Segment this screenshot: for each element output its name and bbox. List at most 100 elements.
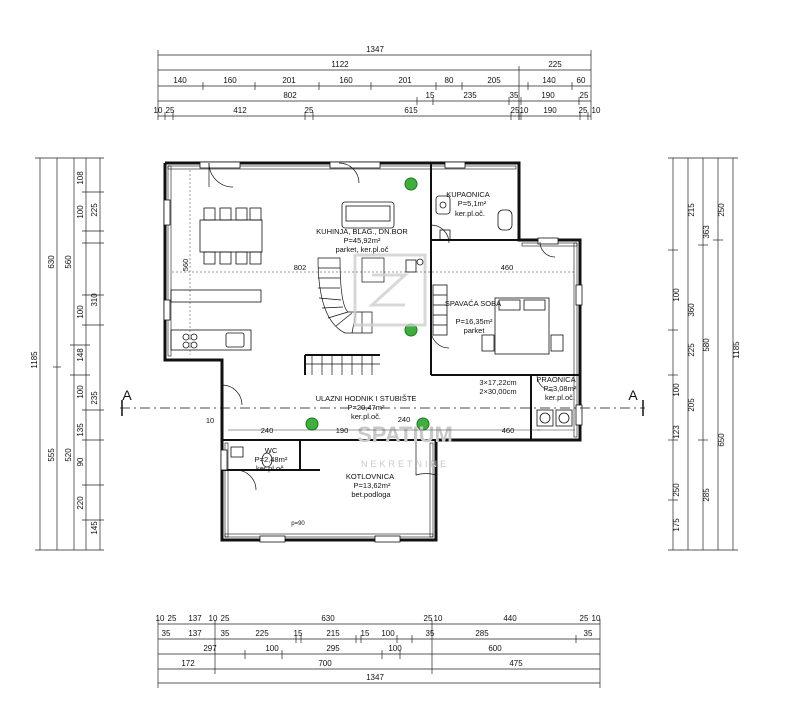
dim-bot-row3-3: 100 bbox=[388, 644, 402, 653]
dim-left-inner2-5: 235 bbox=[90, 391, 99, 405]
dim-left-total: 1185 bbox=[30, 351, 39, 369]
dim-bot-row2-1: 137 bbox=[188, 629, 202, 638]
dining-table bbox=[199, 207, 263, 265]
bottom-dimension-labels: 10 25 137 10 25 630 25 10 440 25 10 35 1… bbox=[156, 614, 601, 682]
dim-left-inner2-6: 135 bbox=[76, 423, 85, 437]
dim-right-mid-b: 650 bbox=[717, 433, 726, 447]
room-floor: ker.pl.oč. bbox=[455, 209, 485, 218]
dim-top-row5-3: 25 bbox=[305, 106, 314, 115]
plant-symbols bbox=[305, 177, 430, 431]
room-name: SPAVAĆA SOBA bbox=[445, 299, 501, 308]
dim-bot-row1-8: 440 bbox=[503, 614, 517, 623]
dim-top-row5-4: 615 bbox=[404, 106, 418, 115]
dim-right-total: 1185 bbox=[732, 341, 741, 359]
dim-right-inner1-1: 580 bbox=[702, 338, 711, 352]
inner-dim-240b: 240 bbox=[398, 415, 411, 424]
fireplace-column bbox=[405, 258, 424, 273]
doors bbox=[208, 162, 556, 491]
dim-bot-row2-9: 285 bbox=[475, 629, 489, 638]
room-boiler: KOTLOVNICA P=13,62m² bet.podloga bbox=[346, 472, 394, 499]
room-floor: bet.podloga bbox=[351, 490, 391, 499]
room-floor: parket, ker.pl.oč bbox=[336, 245, 389, 254]
dim-top-row5-0: 10 bbox=[154, 106, 163, 115]
dim-bot-row2-8: 35 bbox=[426, 629, 435, 638]
room-name: WC bbox=[265, 446, 278, 455]
room-bedroom: SPAVAĆA SOBA P=16,35m² parket bbox=[445, 299, 501, 335]
dim-right-inner1-2: 285 bbox=[702, 488, 711, 502]
interior-dims bbox=[172, 170, 575, 431]
dim-bot-row4-2: 475 bbox=[509, 659, 523, 668]
room-floor: ker.pl.oč. bbox=[351, 412, 381, 421]
room-laundry: PRAONICA P=3,08m² ker.pl.oč. bbox=[536, 375, 576, 402]
dim-left-inner2-1: 225 bbox=[90, 203, 99, 217]
dim-top-row3-6: 205 bbox=[487, 76, 501, 85]
inner-dim-240: 240 bbox=[261, 426, 274, 435]
dim-bot-row2-3: 225 bbox=[255, 629, 269, 638]
dim-right-inner2-1: 360 bbox=[687, 303, 696, 317]
dim-bot-row2-10: 35 bbox=[584, 629, 593, 638]
inner-dim-802: 802 bbox=[294, 263, 307, 272]
plant-icon bbox=[404, 177, 418, 191]
room-name: ULAZNI HODNIK I STUBIŠTE bbox=[316, 394, 417, 403]
dim-top-row5-1: 25 bbox=[166, 106, 175, 115]
dim-right-inner3-7: 100 bbox=[672, 383, 681, 397]
dim-right-mid-a: 250 bbox=[717, 203, 726, 217]
dim-bot-row1-6: 25 bbox=[424, 614, 433, 623]
room-area: P=16,35m² bbox=[456, 317, 493, 326]
dim-right-inner1-0: 363 bbox=[702, 225, 711, 239]
dim-top-row3-3: 160 bbox=[339, 76, 353, 85]
dim-top-row5-8: 25 bbox=[579, 106, 588, 115]
dim-bot-row1-0: 10 bbox=[156, 614, 165, 623]
dim-right-inner2-5: 175 bbox=[672, 518, 681, 532]
dim-bot-row3-0: 297 bbox=[203, 644, 217, 653]
inner-dim-560: 560 bbox=[181, 259, 190, 272]
dim-bot-row1-7: 10 bbox=[434, 614, 443, 623]
dim-right-inner2-3: 205 bbox=[687, 398, 696, 412]
bathroom-fixtures bbox=[435, 195, 513, 241]
room-area: P=45,92m² bbox=[344, 236, 381, 245]
dim-bot-row2-0: 35 bbox=[162, 629, 171, 638]
dim-bot-row3-2: 295 bbox=[326, 644, 340, 653]
dim-right-inner2-0: 215 bbox=[687, 203, 696, 217]
room-bathroom: KUPAONICA P=5,1m² ker.pl.oč. bbox=[446, 190, 490, 218]
dim-top-row3-0: 140 bbox=[173, 76, 187, 85]
dim-top-row5-2: 412 bbox=[233, 106, 247, 115]
dim-bot-row2-4: 15 bbox=[294, 629, 303, 638]
dim-bot-row4-0: 172 bbox=[181, 659, 195, 668]
dim-top-row4-0: 802 bbox=[283, 91, 297, 100]
dim-top-row4-3: 35 bbox=[510, 91, 519, 100]
dim-left-inner3-8: 90 bbox=[76, 457, 85, 466]
dim-top-row3-5: 80 bbox=[445, 76, 454, 85]
kitchen-counter bbox=[170, 289, 262, 351]
dim-top-row3-8: 60 bbox=[577, 76, 586, 85]
stair-note-2: 2×30,00cm bbox=[479, 387, 516, 396]
dim-bot-row1-2: 137 bbox=[188, 614, 202, 623]
dim-top-row4-4: 190 bbox=[541, 91, 555, 100]
dim-left-inner2-8: 145 bbox=[90, 521, 99, 535]
wc-fixtures bbox=[230, 446, 273, 468]
watermark bbox=[353, 253, 427, 327]
dim-top-total: 1347 bbox=[366, 45, 384, 54]
dim-bot-row1-9: 25 bbox=[580, 614, 589, 623]
staircase bbox=[305, 257, 385, 375]
dim-top-row3-4: 201 bbox=[398, 76, 412, 85]
inner-dim-460b: 460 bbox=[502, 426, 515, 435]
dim-bot-row1-10: 10 bbox=[592, 614, 601, 623]
top-dimension-chains bbox=[157, 50, 592, 120]
plant-icon bbox=[305, 417, 319, 431]
watermark-text: SPATIUM bbox=[357, 422, 453, 447]
dim-left-inner1-a: 560 bbox=[64, 255, 73, 269]
section-label-right: A bbox=[628, 387, 638, 403]
room-floor: parket bbox=[464, 326, 486, 335]
stair-note: 3×17,22cm bbox=[479, 378, 516, 387]
dim-left-inner2-3: 310 bbox=[90, 293, 99, 307]
right-dimension-labels: 100 100 123 215 360 225 205 250 175 363 … bbox=[672, 203, 741, 532]
left-dimension-chains bbox=[35, 157, 104, 551]
dim-right-inner3-4: 100 bbox=[672, 288, 681, 302]
dim-bot-row3-1: 100 bbox=[265, 644, 279, 653]
dim-top-row3-2: 201 bbox=[282, 76, 296, 85]
dim-bot-row1-4: 25 bbox=[221, 614, 230, 623]
dim-left-inner2-4: 148 bbox=[76, 348, 85, 362]
dim-bot-row1-3: 10 bbox=[209, 614, 218, 623]
